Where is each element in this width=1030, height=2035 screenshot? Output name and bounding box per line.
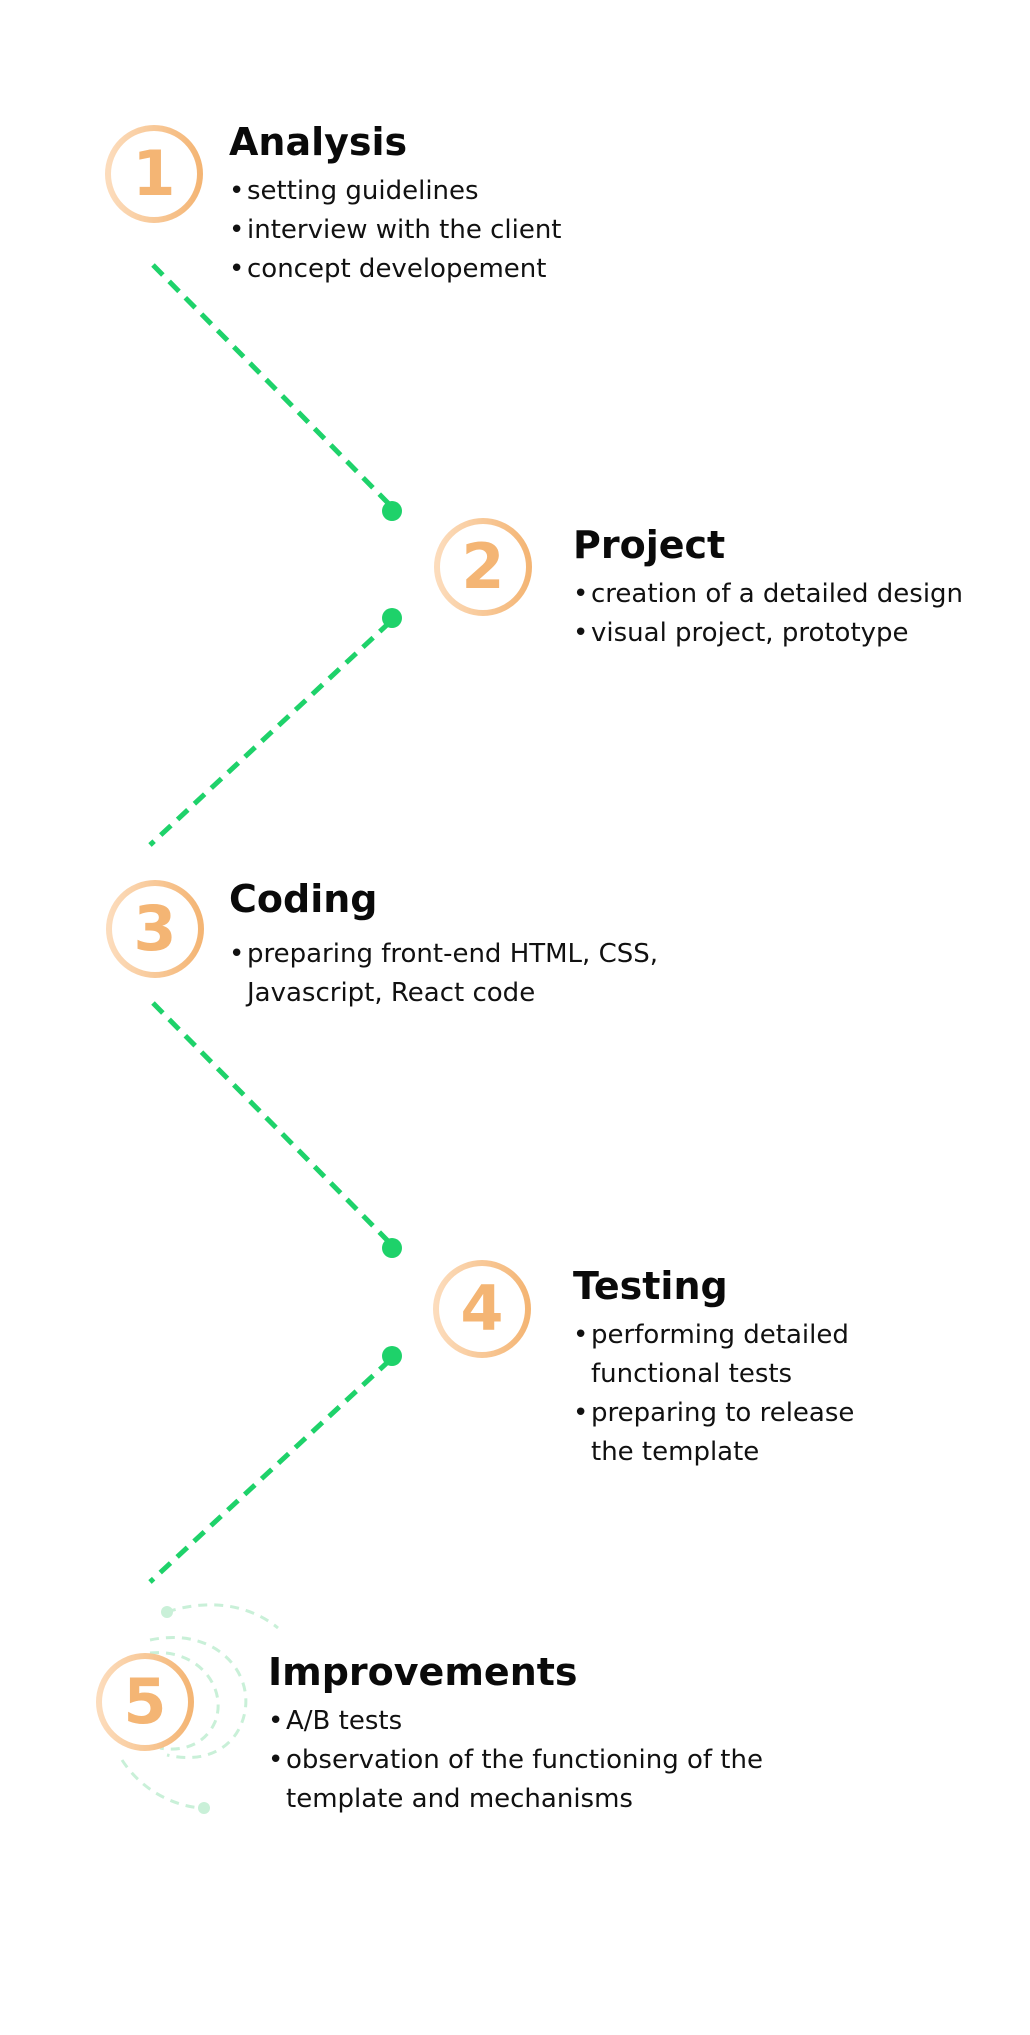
step-items: •performing detailed functional tests •p… [573,1316,891,1472]
bullet-icon: • [229,176,245,206]
connector-dot-3-end [382,1238,402,1258]
bullet-icon: • [229,215,245,245]
step-title: Project [573,523,726,567]
connector-dot-1-end [382,501,402,521]
step-number: 5 [123,1665,167,1738]
list-item: •interview with the client [229,211,667,250]
list-item-text: A/B tests [286,1706,403,1736]
decor-dot-top [161,1606,173,1618]
step-number: 3 [133,892,177,965]
bullet-icon: • [268,1706,284,1736]
connector-line-1-2 [151,263,392,507]
bullet-icon: • [268,1745,284,1775]
list-item: •visual project, prototype [573,614,1021,653]
step-number: 1 [132,137,176,210]
ring-icon [106,880,204,978]
list-item: •preparing to release the template [573,1394,891,1472]
list-item-text: performing detailed functional tests [591,1320,849,1389]
step-items: •A/B tests •observation of the functioni… [268,1702,786,1819]
list-item-text: interview with the client [247,215,562,245]
list-item: •concept developement [229,250,667,289]
step-content: Improvements •A/B tests •observation of … [268,1648,786,1819]
list-item-text: setting guidelines [247,176,479,206]
step-content: Coding •preparing front-end HTML, CSS, J… [229,875,707,1013]
connector-dot-2-start [382,608,402,628]
step-title: Coding [229,877,378,921]
step-number: 4 [460,1272,504,1345]
list-item: •performing detailed functional tests [573,1316,891,1394]
ring-icon [433,1260,531,1358]
ring-icon [105,125,203,223]
step-title: Testing [573,1264,728,1308]
connector-line-4-5 [148,1358,392,1584]
bullet-icon: • [573,1398,589,1428]
connector-dot-4-start [382,1346,402,1366]
list-item: •A/B tests [268,1702,786,1741]
list-item-text: creation of a detailed design [591,579,964,609]
bullet-icon: • [573,618,589,648]
step-number-badge: 1 [103,123,205,225]
bullet-icon: • [229,254,245,284]
list-item-text: observation of the functioning of the te… [286,1745,763,1814]
step-number-badge: 3 [104,878,206,980]
ring-icon [96,1653,194,1751]
list-item-text: concept developement [247,254,547,284]
step-number-badge: 4 [431,1258,533,1360]
list-item-text: preparing front-end HTML, CSS, Javascrip… [247,939,658,1008]
step-items: •preparing front-end HTML, CSS, Javascri… [229,935,707,1013]
list-item: •preparing front-end HTML, CSS, Javascri… [229,935,707,1013]
ring-icon [434,518,532,616]
bullet-icon: • [573,579,589,609]
list-item: •setting guidelines [229,172,667,211]
step-number-badge: 2 [432,516,534,618]
step-number: 2 [461,530,505,603]
step-items: •setting guidelines •interview with the … [229,172,667,289]
list-item-text: visual project, prototype [591,618,909,648]
step-title: Analysis [229,120,408,164]
bullet-icon: • [573,1320,589,1350]
connector-line-2-3 [148,620,392,847]
step-content: Analysis •setting guidelines •interview … [229,118,667,289]
step-content: Testing •performing detailed functional … [573,1262,891,1472]
decor-dot-bottom [198,1802,210,1814]
step-title: Improvements [268,1650,578,1694]
step-items: •creation of a detailed design •visual p… [573,575,1021,653]
step-content: Project •creation of a detailed design •… [573,521,1021,653]
bullet-icon: • [229,939,245,969]
connector-line-3-4 [151,1001,392,1245]
list-item-text: preparing to release the template [591,1398,855,1467]
list-item: •observation of the functioning of the t… [268,1741,786,1819]
step-number-badge: 5 [94,1651,196,1753]
list-item: •creation of a detailed design [573,575,1021,614]
